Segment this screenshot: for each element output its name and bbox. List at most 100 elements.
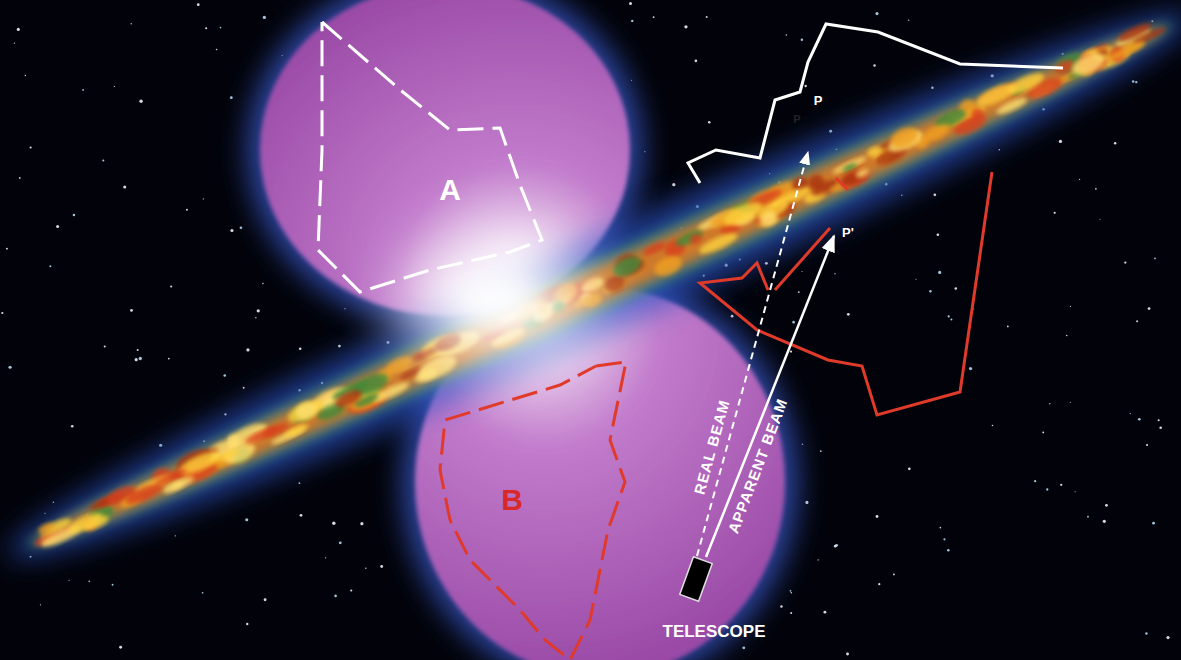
star xyxy=(19,177,21,179)
red-region-outline xyxy=(836,178,848,190)
point-label: P xyxy=(793,113,800,125)
star xyxy=(344,308,345,309)
star xyxy=(135,358,138,361)
region-outlines xyxy=(688,24,1063,415)
disk-clump xyxy=(806,172,827,192)
star xyxy=(1158,419,1160,421)
star xyxy=(1,312,3,314)
star xyxy=(339,541,342,544)
dashed-outline xyxy=(318,22,542,292)
region-b-outline: B xyxy=(440,362,626,660)
star xyxy=(653,16,655,18)
star xyxy=(1059,140,1062,143)
star xyxy=(130,309,133,312)
disk-clump xyxy=(81,513,110,534)
star xyxy=(1079,179,1080,180)
star xyxy=(350,589,352,591)
star xyxy=(40,604,41,605)
disk-clump xyxy=(674,227,705,249)
star xyxy=(790,590,792,592)
star xyxy=(878,583,880,585)
star xyxy=(8,366,11,369)
beams xyxy=(697,152,834,557)
star xyxy=(820,450,822,452)
disk-clump xyxy=(1104,40,1146,64)
star xyxy=(847,313,850,316)
telescope-label: TELESCOPE xyxy=(663,623,766,642)
star xyxy=(114,86,115,87)
star xyxy=(53,502,55,504)
star xyxy=(786,34,787,35)
star xyxy=(197,3,200,6)
star xyxy=(1146,444,1148,446)
star xyxy=(102,159,104,161)
star xyxy=(1099,219,1100,220)
star xyxy=(1007,326,1009,328)
star xyxy=(835,544,838,547)
star xyxy=(644,151,645,152)
star xyxy=(706,16,708,18)
star xyxy=(240,226,243,229)
core-glow xyxy=(455,274,535,326)
star xyxy=(672,183,675,186)
star xyxy=(264,598,267,601)
disk-clump xyxy=(688,232,703,246)
star xyxy=(901,195,902,196)
star xyxy=(873,64,875,66)
star xyxy=(263,16,266,19)
star xyxy=(1132,80,1135,83)
star xyxy=(159,444,162,447)
disk-clump xyxy=(333,387,365,411)
white-region-outline xyxy=(688,24,1063,183)
star xyxy=(824,611,827,614)
star xyxy=(947,549,950,552)
region-letter: B xyxy=(501,485,523,515)
star xyxy=(948,315,950,317)
star xyxy=(695,59,698,62)
star xyxy=(338,345,341,348)
point-label: P xyxy=(814,94,823,108)
telescope-label-holder: TELESCOPE xyxy=(663,623,766,642)
star xyxy=(112,584,114,586)
disk-clump xyxy=(970,106,986,121)
star xyxy=(139,357,142,360)
star xyxy=(940,527,942,529)
disk-clump xyxy=(610,252,645,280)
star xyxy=(791,592,793,594)
star xyxy=(1130,413,1131,414)
star xyxy=(1070,306,1071,307)
point-label-holder: P xyxy=(793,109,800,127)
star xyxy=(223,374,226,377)
star xyxy=(1105,504,1108,507)
star xyxy=(834,273,835,274)
star xyxy=(119,646,122,649)
dashed-outline xyxy=(440,362,626,660)
point-label-holder: P' xyxy=(842,223,854,241)
star xyxy=(1103,520,1106,523)
disk-clump xyxy=(283,422,310,439)
star xyxy=(931,87,933,89)
star xyxy=(205,27,207,29)
star xyxy=(56,225,59,228)
star xyxy=(1070,402,1071,403)
telescope-symbol xyxy=(680,557,712,601)
star xyxy=(929,290,931,292)
star xyxy=(802,271,803,272)
star xyxy=(1095,188,1097,190)
star xyxy=(1060,484,1062,486)
disk-clump xyxy=(651,252,685,280)
star xyxy=(334,595,337,598)
star xyxy=(49,265,51,267)
star xyxy=(73,214,76,217)
star xyxy=(950,319,952,321)
star xyxy=(123,186,126,189)
star xyxy=(915,279,916,280)
star xyxy=(1154,258,1156,260)
red-region-outline xyxy=(700,172,992,415)
star xyxy=(1135,81,1137,83)
star xyxy=(230,229,233,232)
star xyxy=(186,209,188,211)
star xyxy=(1034,480,1036,482)
